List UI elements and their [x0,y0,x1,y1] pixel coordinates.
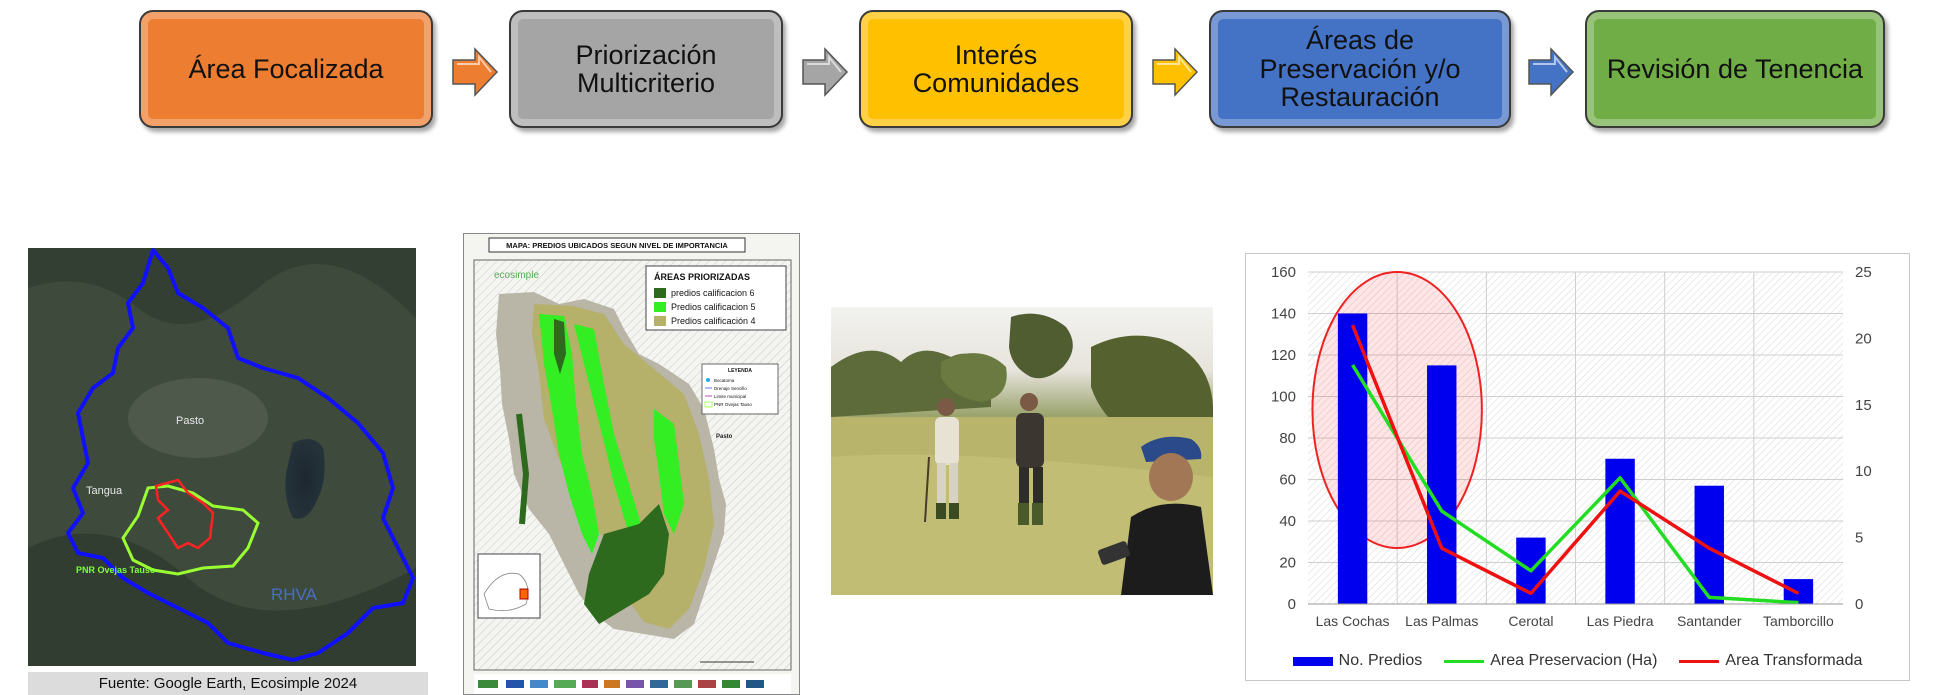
region-label: RHVA [271,585,318,604]
step-area-focalizada: Área Focalizada [139,10,433,128]
step-interes-comunidades: Interés Comunidades [859,10,1133,128]
city-label: Pasto [176,415,204,427]
legend-swatch [654,288,666,298]
x-tick-label: Cerotal [1508,613,1553,629]
person-left [924,398,959,523]
legend-swatch [654,316,666,326]
ecosimple-logo: ecosimple [494,270,539,281]
y-left-tick-label: 60 [1279,472,1296,489]
y-left-tick-label: 20 [1279,555,1296,572]
bar [1337,313,1368,604]
chart-legend: No. Predios Area Preservacion (Ha) Area … [1246,652,1909,670]
priority-map-title: MAPA: PREDIOS UBICADOS SEGUN NIVEL DE IM… [506,241,728,250]
small-legend-item: Bocatoma [714,378,735,383]
field-photo [831,307,1213,595]
y-left-tick-label: 140 [1271,306,1296,323]
step-areas-preservacion: Áreas de Preservación y/o Restauración [1209,10,1511,128]
y-right-tick-label: 5 [1855,530,1863,547]
arrow-right-icon [1152,47,1199,97]
y-left-tick-label: 0 [1288,596,1296,613]
small-legend-item: PNR Ovejas Tauso [714,402,752,407]
satellite-map-graphic: Pasto Tangua PNR Ovejas Tauso RHVA [28,248,416,666]
park-label: PNR Ovejas Tauso [76,565,156,575]
priority-legend-item: Predios calificacion 5 [671,302,756,312]
x-tick-label: Santander [1677,613,1742,629]
y-left-tick-label: 120 [1271,347,1296,364]
legend-line-swatch [1444,659,1485,663]
y-left-tick-label: 100 [1271,389,1296,406]
y-left-tick-label: 160 [1271,264,1296,281]
series-line [1351,364,1799,605]
small-legend-title: LEYENDA [728,368,752,374]
priority-map: MAPA: PREDIOS UBICADOS SEGUN NIVEL DE IM… [463,233,800,695]
x-tick-label: Tamborcillo [1763,613,1834,629]
legend-item-no-predios: No. Predios [1292,652,1423,670]
legend-item-area-transformada: Area Transformada [1679,652,1862,670]
priority-legend-item: predios calificacion 6 [671,288,755,298]
person-middle [1016,393,1044,525]
legend-item-area-preservacion: Area Preservacion (Ha) [1444,652,1657,670]
y-right-tick-label: 25 [1855,264,1872,281]
map-source-caption: Fuente: Google Earth, Ecosimple 2024 [28,672,428,695]
legend-line-swatch [1679,659,1720,663]
arrow-right-icon [802,47,849,97]
arrow-right-icon [452,47,499,97]
satellite-map: Pasto Tangua PNR Ovejas Tauso RHVA [28,248,416,666]
series-line [1350,324,1800,596]
small-legend-item: Drenaje Sencillo [714,386,747,391]
y-left-tick-label: 40 [1279,513,1296,530]
small-legend-item: Limite municipal [714,394,746,399]
x-tick-label: Las Palmas [1405,613,1478,629]
legend-label: Area Preservacion (Ha) [1490,652,1658,669]
bar [1605,458,1635,604]
y-right-tick-label: 15 [1855,397,1872,414]
arrow-right-icon [1528,47,1575,97]
person-right [1098,436,1213,595]
priority-legend-title: ÁREAS PRIORIZADAS [654,272,750,282]
legend-swatch [654,302,666,312]
field-photo-graphic [831,313,1213,595]
y-right-tick-label: 20 [1855,330,1872,347]
x-tick-label: Las Piedra [1587,613,1654,629]
x-tick-label: Las Cochas [1316,613,1390,629]
legend-label: Area Transformada [1725,652,1863,669]
priority-legend-item: Predios calificación 4 [671,316,756,326]
y-right-tick-label: 10 [1855,463,1872,480]
priority-map-graphic: MAPA: PREDIOS UBICADOS SEGUN NIVEL DE IM… [473,237,792,694]
y-left-tick-label: 80 [1279,430,1296,447]
town-label: Tangua [86,485,123,497]
partner-logos [478,680,764,688]
y-right-tick-label: 0 [1855,596,1863,613]
legend-bar-swatch [1292,656,1333,666]
bar [1427,365,1457,604]
step-priorizacion-multicriterio: Priorización Multicriterio [509,10,783,128]
locator-inset [477,553,541,619]
step-revision-tenencia: Revisión de Tenencia [1585,10,1885,128]
legend-label: No. Predios [1338,652,1423,669]
place-label: Pasto [716,434,733,440]
